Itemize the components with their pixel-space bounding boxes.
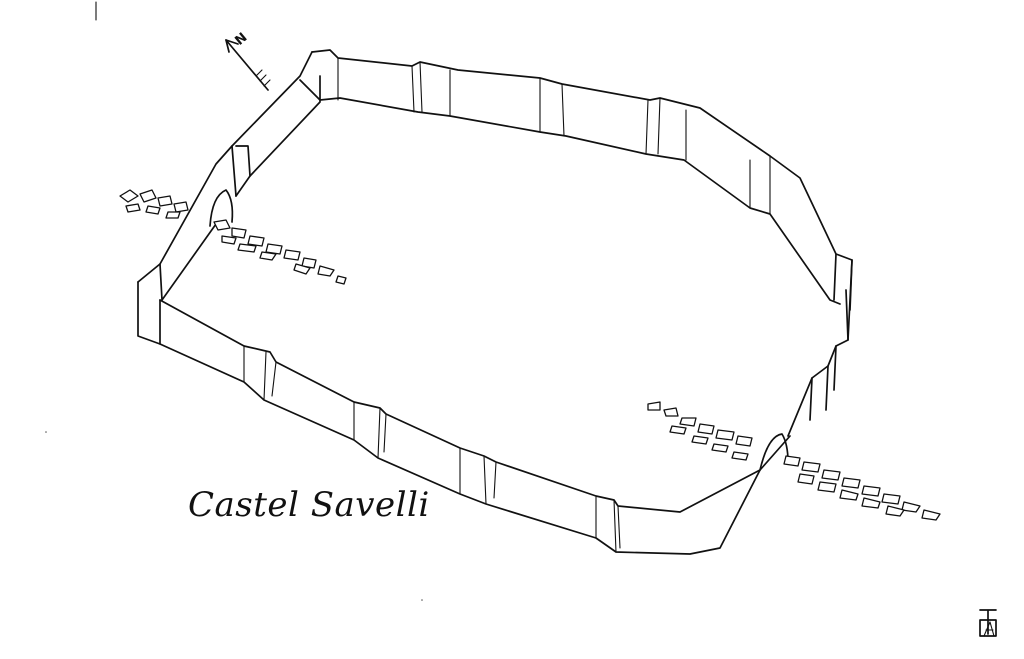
cobblestone-path-west bbox=[119, 189, 347, 285]
north-label: N bbox=[232, 30, 250, 48]
cobblestone-path-east bbox=[647, 401, 941, 521]
north-arrow-icon: N bbox=[225, 30, 271, 91]
paper-speck bbox=[45, 431, 47, 433]
paper-speck bbox=[421, 599, 423, 601]
artist-monogram-signature bbox=[979, 609, 997, 637]
castle-enclosure-walls bbox=[137, 49, 853, 555]
drawing-title: Castel Savelli bbox=[188, 485, 430, 525]
